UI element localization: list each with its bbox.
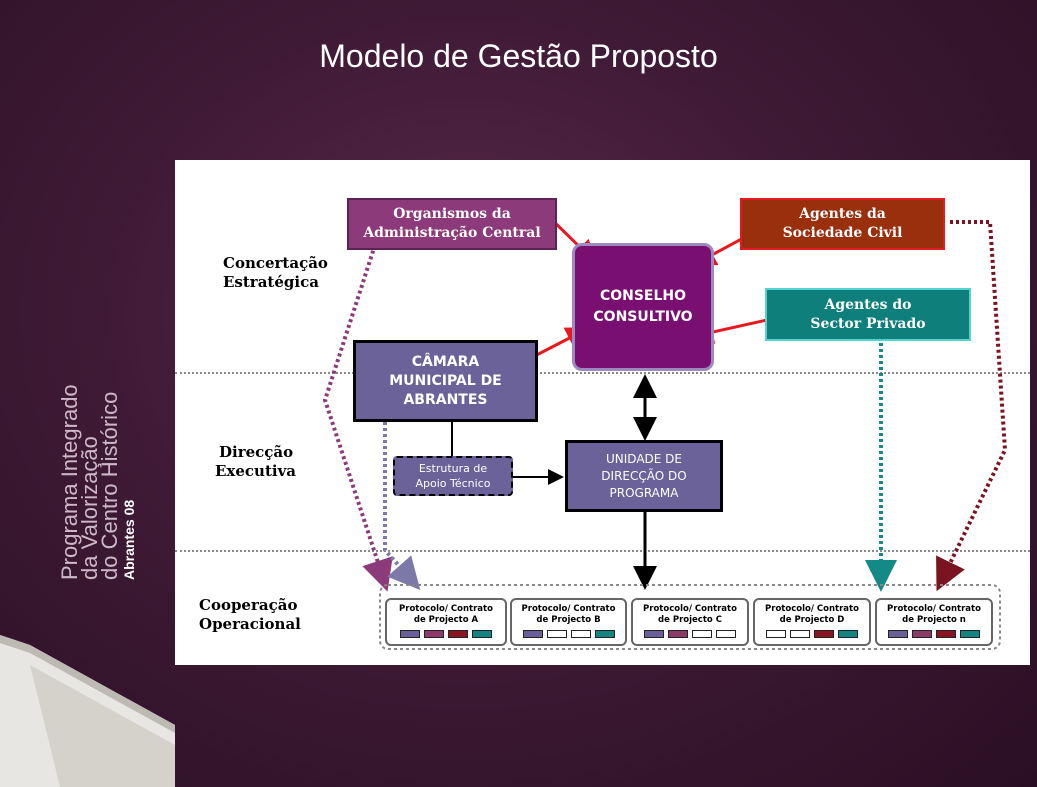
row-separator-top xyxy=(175,372,1030,374)
row-separator-bottom xyxy=(175,550,1030,552)
slide-title: Modelo de Gestão Proposto xyxy=(319,38,718,74)
program-year: Abrantes 08 xyxy=(121,499,137,580)
program-line-3: do Centro Histórico xyxy=(97,391,122,580)
roof-illustration xyxy=(0,635,175,787)
program-sidebar: Programa Integrado da Valorização do Cen… xyxy=(57,384,138,580)
